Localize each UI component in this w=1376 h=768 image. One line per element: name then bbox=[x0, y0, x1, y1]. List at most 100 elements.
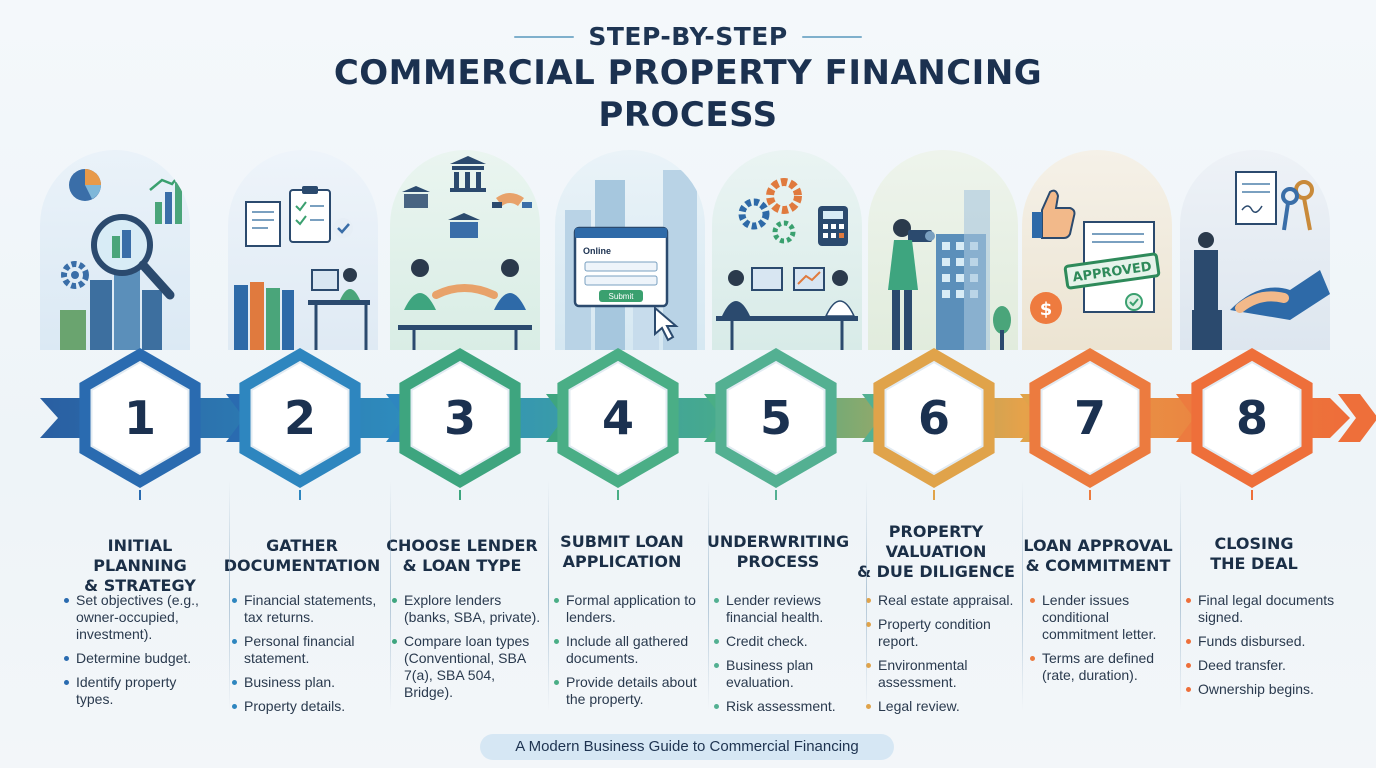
step-number: 3 bbox=[444, 391, 476, 445]
step-title-line: SUBMIT LOAN bbox=[560, 532, 684, 551]
divider-1 bbox=[229, 480, 230, 710]
step-title-line: UNDERWRITING bbox=[706, 532, 850, 551]
thumbs-up-icon bbox=[1032, 189, 1076, 239]
step-5-hexagon: 5 bbox=[715, 348, 837, 500]
magnifier-icon bbox=[91, 214, 175, 300]
divider-2 bbox=[390, 480, 391, 710]
bullet-item: Environmental assessment. bbox=[866, 657, 1018, 691]
step-4-bullets: Formal application to lenders.Include al… bbox=[554, 592, 706, 715]
illustration-step-2 bbox=[228, 150, 378, 350]
bullet-item: Include all gathered documents. bbox=[554, 633, 706, 667]
step-number: 6 bbox=[918, 391, 950, 445]
step-number: 5 bbox=[760, 391, 792, 445]
illustration-step-1 bbox=[40, 150, 190, 350]
step-2-hexagon: 2 bbox=[239, 348, 361, 500]
step-5-bullets: Lender reviews financial health. Credit c… bbox=[714, 592, 866, 722]
step-3-hexagon: 3 bbox=[399, 348, 521, 500]
bullet-item: Set objectives (e.g., owner-occupied, in… bbox=[64, 592, 216, 643]
divider-5 bbox=[866, 480, 867, 710]
photographer-icon bbox=[888, 219, 935, 350]
illustration-step-7: APPROVED $ bbox=[1022, 150, 1172, 350]
step-number: 2 bbox=[284, 391, 316, 445]
kicker-row: STEP-BY-STEP bbox=[0, 22, 1376, 51]
hexagon-inner bbox=[1202, 360, 1302, 476]
bullet-item: Business plan evaluation. bbox=[714, 657, 866, 691]
signed-document-icon bbox=[1235, 171, 1277, 225]
cursor-icon bbox=[654, 305, 679, 342]
svg-text:$: $ bbox=[1040, 299, 1053, 320]
step-title-line: & LOAN TYPE bbox=[402, 556, 522, 575]
process-ribbon: 1 2 3 4 5 6 7 8 bbox=[40, 348, 1376, 500]
illustration-step-4: Online Submit bbox=[555, 150, 705, 350]
building-icon bbox=[936, 190, 990, 350]
checklist-icon bbox=[289, 186, 353, 243]
bullet-item: Identify property types. bbox=[64, 674, 216, 708]
kicker: STEP-BY-STEP bbox=[588, 22, 788, 51]
hexagon-inner bbox=[250, 360, 350, 476]
step-number: 7 bbox=[1074, 391, 1106, 445]
step-title-line: & STRATEGY bbox=[84, 576, 196, 595]
step-3-bullets: Explore lenders (banks, SBA, private). Co… bbox=[392, 592, 544, 708]
step-1-hexagon: 1 bbox=[79, 348, 201, 500]
keys-icon bbox=[1281, 180, 1314, 231]
illustration-step-8 bbox=[1180, 150, 1330, 350]
bullet-item: Determine budget. bbox=[64, 650, 216, 667]
bullet-item: Provide details about the property. bbox=[554, 674, 706, 708]
dollar-coin-icon: $ bbox=[1030, 292, 1062, 324]
step-title-line: & COMMITMENT bbox=[1025, 556, 1171, 575]
divider-4 bbox=[708, 480, 709, 710]
step-number: 1 bbox=[124, 391, 156, 445]
bullet-item: Final legal documents signed. bbox=[1186, 592, 1338, 626]
binders-icon bbox=[234, 282, 294, 350]
step-7-hexagon: 7 bbox=[1029, 348, 1151, 500]
footer-caption: A Modern Business Guide to Commercial Fi… bbox=[480, 734, 894, 760]
hexagon-inner bbox=[90, 360, 190, 476]
illustration-step-3 bbox=[390, 150, 540, 350]
bank-icon bbox=[402, 156, 486, 238]
step-number: 4 bbox=[602, 391, 634, 445]
handshake-icon bbox=[492, 193, 532, 208]
submit-label: Submit bbox=[609, 292, 635, 301]
divider-6 bbox=[1022, 480, 1023, 710]
growth-chart-icon bbox=[149, 167, 186, 224]
hexagon-inner bbox=[1040, 360, 1140, 476]
bullet-item: Credit check. bbox=[714, 633, 866, 650]
ribbon-band bbox=[40, 398, 1350, 438]
kicker-line-right bbox=[801, 35, 862, 38]
bullet-item: Terms are defined (rate, duration). bbox=[1030, 650, 1182, 684]
online-form-icon[interactable]: Online Submit bbox=[573, 226, 669, 308]
step-3-title: CHOOSE LENDER& LOAN TYPE bbox=[382, 536, 542, 576]
step-title-line: GATHER bbox=[266, 536, 338, 555]
bullet-item: Risk assessment. bbox=[714, 698, 866, 715]
step-7-title: LOAN APPROVAL& COMMITMENT bbox=[1018, 536, 1178, 576]
bullet-item: Deed transfer. bbox=[1186, 657, 1338, 674]
step-title-line: PROCESS bbox=[736, 552, 820, 571]
bullet-item: Lender reviews financial health. bbox=[714, 592, 866, 626]
bullet-item: Compare loan types (Conventional, SBA 7(… bbox=[392, 633, 544, 701]
bullet-item: Legal review. bbox=[866, 698, 1018, 715]
bullet-item: Financial statements, tax returns. bbox=[232, 592, 384, 626]
step-title-line: THE DEAL bbox=[1210, 554, 1298, 573]
step-number: 8 bbox=[1236, 391, 1268, 445]
bullet-item: Funds disbursed. bbox=[1186, 633, 1338, 650]
calculator-icon bbox=[818, 206, 848, 246]
step-8-bullets: Final legal documents signed. Funds disbu… bbox=[1186, 592, 1338, 705]
document-icon bbox=[245, 201, 281, 247]
illustration-step-5 bbox=[712, 150, 862, 350]
woman-at-desk-icon bbox=[308, 268, 370, 350]
gears-icon bbox=[738, 178, 802, 244]
step-title-line: DOCUMENTATION bbox=[223, 556, 381, 575]
meeting-icon bbox=[398, 259, 532, 350]
bullet-item: Personal financial statement. bbox=[232, 633, 384, 667]
step-title-line: LOAN APPROVAL bbox=[1023, 536, 1173, 555]
bullet-item: Ownership begins. bbox=[1186, 681, 1338, 698]
hexagon-inner bbox=[884, 360, 984, 476]
kicker-line-left bbox=[514, 35, 575, 38]
handshake-icon bbox=[1192, 232, 1330, 350]
bullet-item: Explore lenders (banks, SBA, private). bbox=[392, 592, 544, 626]
